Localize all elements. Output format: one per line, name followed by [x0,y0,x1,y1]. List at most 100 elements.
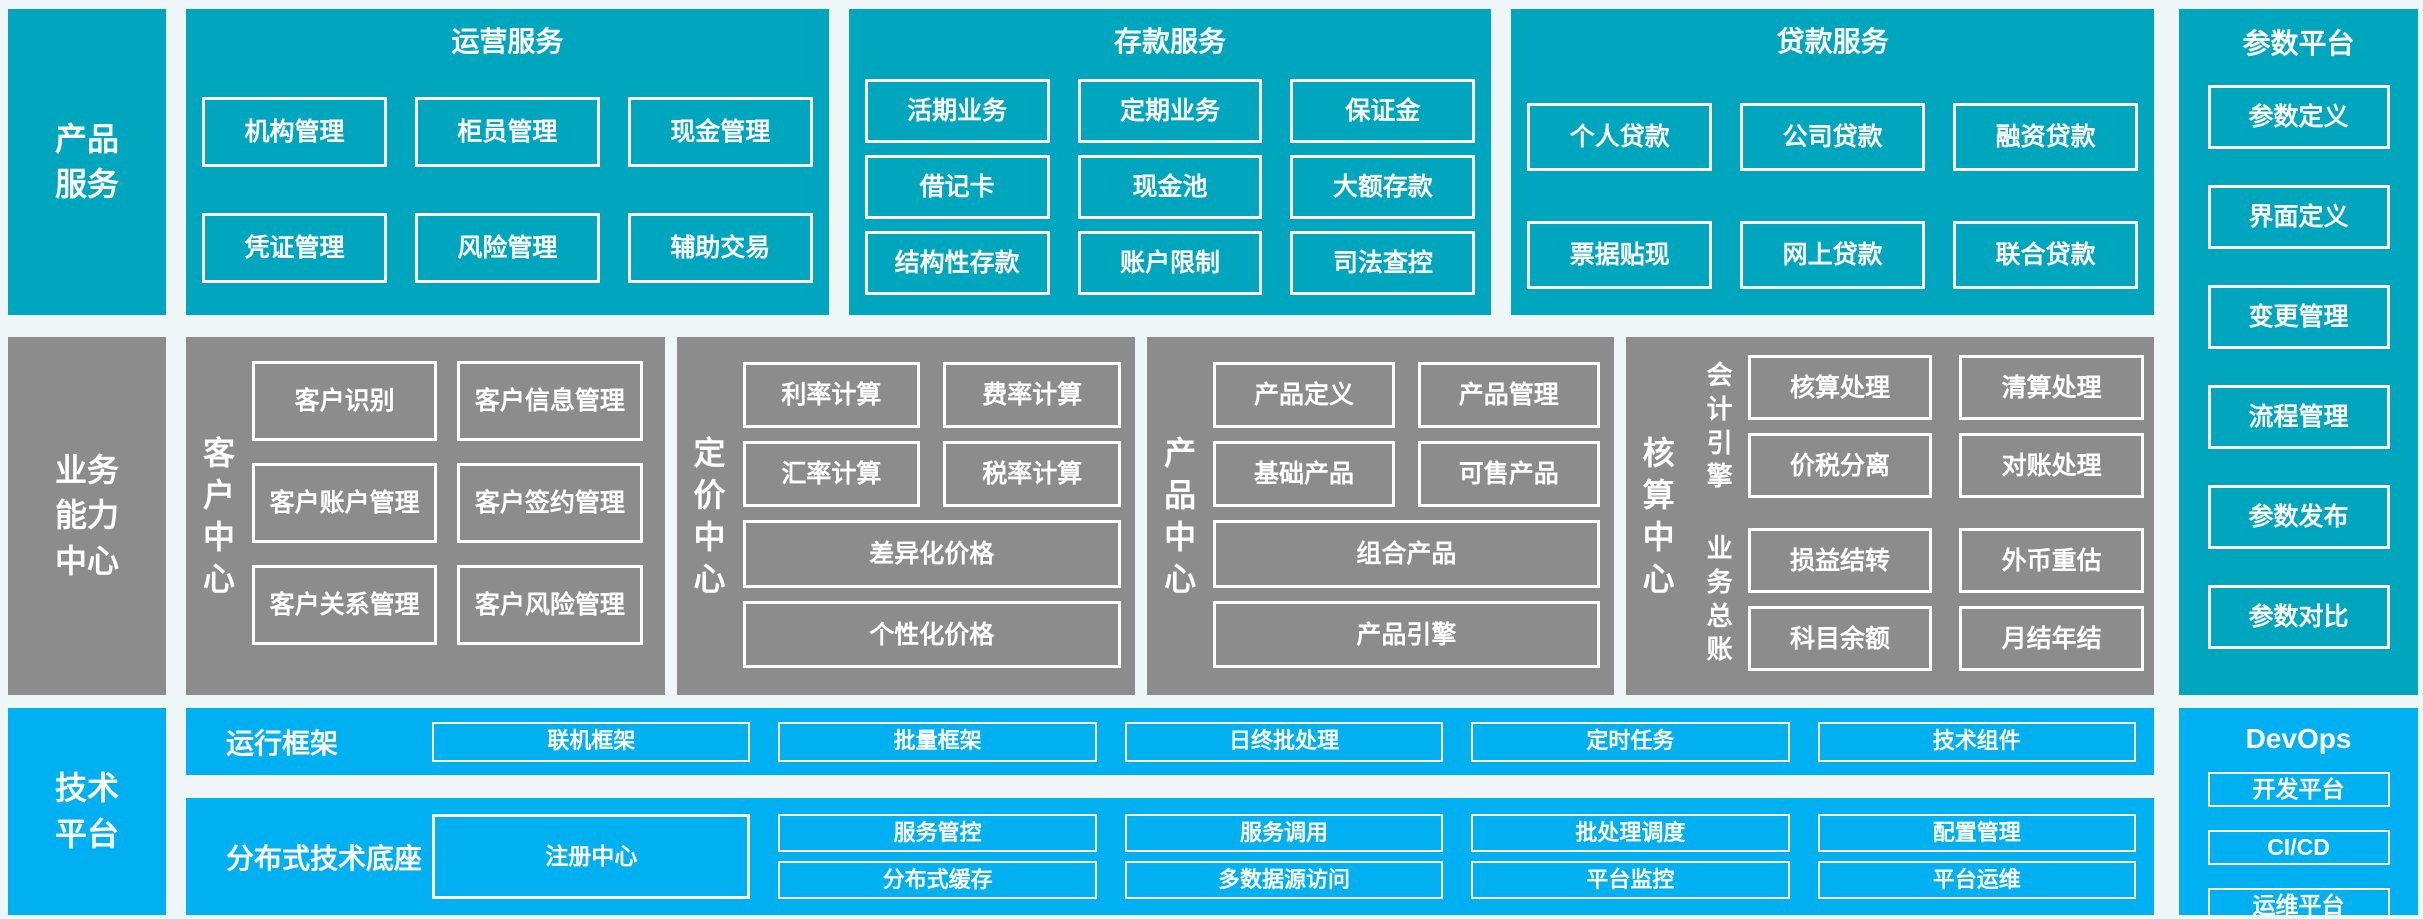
panel-accounting-center: 核算中心 会计引擎 核算处理 清算处理 价税分离 对账处理 [1625,337,2154,695]
technology-platform-row: 运行框架 联机框架 批量框架 日终批处理 定时任务 技术组件 分布式技术底座 注… [186,708,2154,915]
loan-grid: 个人贷款 公司贷款 融资贷款 票据贴现 网上贷款 联合贷款 [1511,102,2154,289]
module-box: 批量框架 [778,721,1097,762]
module-box: 客户关系管理 [252,565,438,645]
panel-vertical-label: 客户中心 [202,434,235,598]
module-box: 产品管理 [1417,362,1600,428]
module-box: 参数定义 [2207,84,2390,149]
module-box: 结构性存款 [864,230,1050,295]
sidebar-block-business-capability-center: 业务 能力 中心 [8,337,166,695]
customer-grid: 客户识别 客户信息管理 客户账户管理 客户签约管理 客户关系管理 客户风险管理 [252,337,665,695]
module-box: 日终批处理 [1124,721,1444,762]
runtime-grid: 联机框架 批量框架 日终批处理 定时任务 技术组件 [432,721,2136,762]
panel-distributed-tech-base: 分布式技术底座 注册中心 服务管控 服务调用 批处理调度 配置管理 分布式缓存 … [186,798,2154,915]
sidebar-label-technology-platform: 技术 平台 [54,770,119,852]
module-box: 界面定义 [2207,184,2390,249]
panel-title: 运营服务 [451,26,564,57]
module-box: 定期业务 [1077,78,1263,143]
module-box: 票据贴现 [1527,220,1713,289]
panel-product-center: 产品中心 产品定义 产品管理 基础产品 可售产品 组合产品 产品引擎 [1147,337,1614,695]
module-box: 客户账户管理 [252,463,438,543]
panel-vertical-label: 定价中心 [693,434,726,598]
module-box: 保证金 [1290,78,1476,143]
panel-vertical-label: 产品中心 [1164,434,1197,598]
group-vertical-label: 业务总账 [1706,532,1733,665]
module-box: 科目余额 [1747,606,1933,671]
main-area: 运营服务 机构管理 柜员管理 现金管理 凭证管理 风险管理 辅助交易 存款服务 … [186,9,2155,915]
module-box: 客户信息管理 [457,361,643,441]
panel-vertical-label: 核算中心 [1642,434,1675,598]
product-grid: 产品定义 产品管理 基础产品 可售产品 组合产品 产品引擎 [1213,337,1614,695]
panel-customer-center: 客户中心 客户识别 客户信息管理 客户账户管理 客户签约管理 客户关系管理 客户… [186,337,665,695]
module-box: 产品定义 [1213,362,1395,428]
group-vertical-label: 会计引擎 [1706,359,1733,492]
module-box: 融资贷款 [1953,102,2139,171]
module-box: 个性化价格 [742,601,1122,668]
module-box: 可售产品 [1417,441,1600,507]
module-box: 产品引擎 [1213,601,1600,668]
module-box: 机构管理 [202,96,387,167]
devops-list: 开发平台 CI/CD 运维平台 [2179,771,2418,919]
module-box: 分布式缓存 [778,861,1097,899]
accounting-body: 会计引擎 核算处理 清算处理 价税分离 对账处理 业务总账 [1692,337,2154,695]
panel-title: 参数平台 [2242,28,2355,59]
operations-grid: 机构管理 柜员管理 现金管理 凭证管理 风险管理 辅助交易 [186,96,829,283]
sidebar-label-product-services: 产品 服务 [54,120,119,202]
module-box: 现金管理 [627,96,813,167]
module-box: 客户签约管理 [457,463,643,543]
module-box: 公司贷款 [1740,102,1926,171]
module-box: 清算处理 [1959,355,2144,420]
module-box: 服务调用 [1124,814,1444,852]
panel-runtime-framework: 运行框架 联机框架 批量框架 日终批处理 定时任务 技术组件 [186,708,2154,775]
module-box: 现金池 [1077,154,1263,219]
module-box: 客户识别 [252,361,438,441]
module-box: 批处理调度 [1471,814,1790,852]
module-box: 税率计算 [943,441,1122,507]
module-box: 客户风险管理 [457,565,643,645]
module-box: 技术组件 [1817,721,2136,762]
pricing-grid: 利率计算 费率计算 汇率计算 税率计算 差异化价格 个性化价格 [742,337,1136,695]
module-box: 个人贷款 [1527,102,1713,171]
module-box: 价税分离 [1747,433,1933,498]
module-box: 定时任务 [1471,721,1790,762]
module-box: 参数对比 [2207,584,2390,649]
module-box: 配置管理 [1817,814,2136,852]
sidebar-label-business-capability-center: 业务 能力 中心 [54,451,119,579]
module-box: CI/CD [2207,829,2390,865]
module-box: 凭证管理 [202,212,387,283]
module-box: 平台监控 [1471,861,1790,899]
module-box: 联机框架 [432,721,751,762]
module-box: 外币重估 [1959,528,2144,593]
module-box: 借记卡 [864,154,1050,219]
distributed-grid: 注册中心 服务管控 服务调用 批处理调度 配置管理 分布式缓存 多数据源访问 平… [432,814,2136,899]
module-box: 损益结转 [1747,528,1933,593]
business-ledger-group: 业务总账 损益结转 外币重估 科目余额 月结年结 [1692,528,2144,671]
deposit-grid: 活期业务 定期业务 保证金 借记卡 现金池 大额存款 结构性存款 账户限制 司法… [849,78,1492,295]
panel-title: 存款服务 [1114,26,1227,57]
module-box: 活期业务 [864,78,1050,143]
module-box: 司法查控 [1290,230,1476,295]
business-capability-row: 客户中心 客户识别 客户信息管理 客户账户管理 客户签约管理 客户关系管理 客户… [186,337,2154,695]
module-box: 联合贷款 [1953,220,2139,289]
module-box: 运维平台 [2207,887,2390,919]
module-box: 变更管理 [2207,284,2390,349]
module-box: 柜员管理 [414,96,600,167]
panel-loan-services: 贷款服务 个人贷款 公司贷款 融资贷款 票据贴现 网上贷款 联合贷款 [1511,9,2155,315]
accounting-engine-grid: 核算处理 清算处理 价税分离 对账处理 [1747,355,2144,498]
module-box: 大额存款 [1290,154,1476,219]
module-box: 服务管控 [778,814,1097,852]
panel-parameter-platform: 参数平台 参数定义 界面定义 变更管理 流程管理 参数发布 参数对比 [2179,9,2418,695]
module-box: 汇率计算 [742,441,921,507]
accounting-engine-group: 会计引擎 核算处理 清算处理 价税分离 对账处理 [1692,355,2144,498]
business-ledger-grid: 损益结转 外币重估 科目余额 月结年结 [1747,528,2144,671]
panel-operations-services: 运营服务 机构管理 柜员管理 现金管理 凭证管理 风险管理 辅助交易 [186,9,829,315]
module-box: 平台运维 [1817,861,2136,899]
sidebar-block-product-services: 产品 服务 [8,9,166,315]
module-box: 注册中心 [432,814,751,899]
module-box: 网上贷款 [1740,220,1926,289]
module-box: 开发平台 [2207,771,2390,807]
panel-pricing-center: 定价中心 利率计算 费率计算 汇率计算 税率计算 差异化价格 个性化价格 [676,337,1136,695]
module-box: 流程管理 [2207,384,2390,449]
panel-devops: DevOps 开发平台 CI/CD 运维平台 [2179,708,2418,919]
right-column: 参数平台 参数定义 界面定义 变更管理 流程管理 参数发布 参数对比 DevOp… [2179,9,2418,919]
